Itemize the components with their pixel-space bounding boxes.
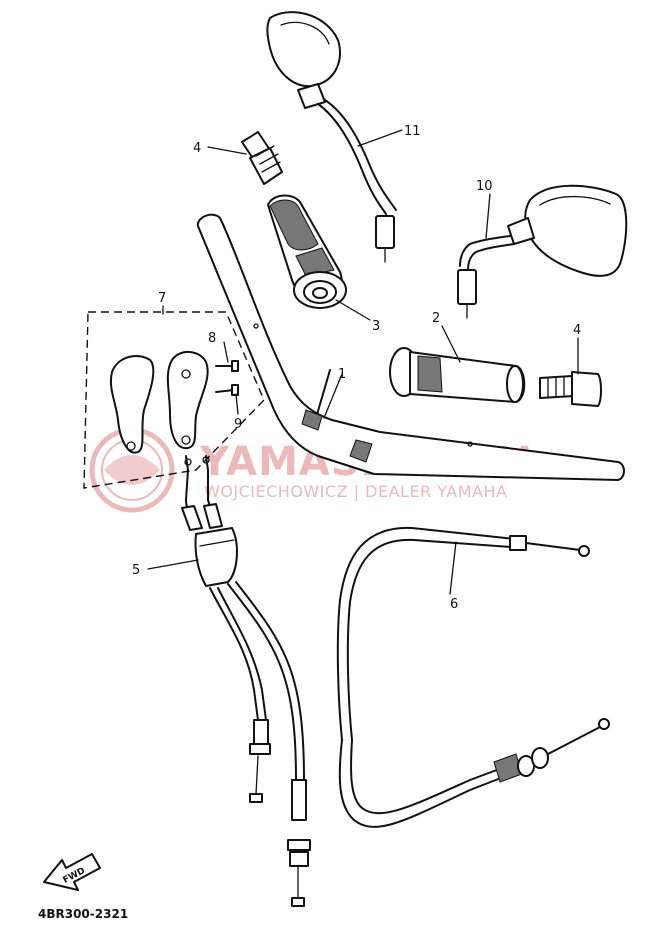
handlebar (196, 213, 625, 481)
mirror-right (457, 184, 628, 319)
clutch-cable (336, 526, 610, 828)
callout-8: 8 (208, 331, 216, 346)
callout-3: 3 (372, 319, 380, 334)
mirror-left (266, 11, 397, 263)
callout-labels: 1 2 3 4 4 5 6 7 8 9 10 11 (132, 124, 581, 612)
left-grip (389, 347, 526, 403)
callout-1: 1 (338, 367, 346, 382)
callout-4-right: 4 (573, 323, 581, 338)
callout-7: 7 (158, 291, 166, 306)
handlebar-knurl-band (301, 409, 373, 463)
callout-2: 2 (432, 311, 440, 326)
diagram-code: 4BR300-2321 (38, 907, 128, 921)
callout-4-top: 4 (193, 141, 201, 156)
watermark-subtitle: WOJCIECHOWICZ | DEALER YAMAHA (204, 482, 507, 501)
bar-end-weight-right (539, 371, 602, 407)
fwd-arrow-icon: FWD (43, 853, 101, 891)
bar-end-weight-top (241, 131, 283, 185)
screw-8 (215, 360, 239, 372)
group-outline (83, 311, 265, 489)
callout-11: 11 (404, 124, 421, 139)
leader-lines (147, 129, 579, 595)
callout-9: 9 (234, 417, 242, 432)
callout-5: 5 (132, 563, 140, 578)
callout-10: 10 (476, 179, 493, 194)
throttle-housing-group (83, 305, 265, 489)
throttle-grip (267, 194, 347, 309)
callout-6: 6 (450, 597, 458, 612)
screw-9 (215, 384, 239, 396)
throttle-cable-assembly (181, 455, 311, 907)
